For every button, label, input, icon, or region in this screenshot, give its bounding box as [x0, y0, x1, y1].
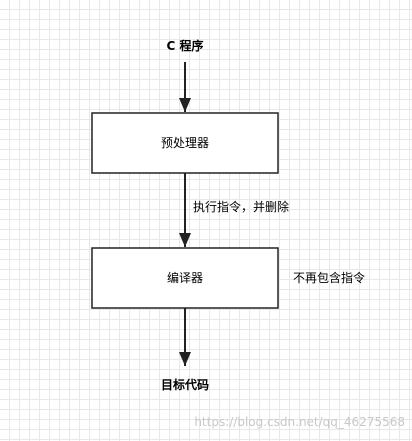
end-label: 目标代码 — [161, 377, 209, 392]
compiler-label: 编译器 — [167, 270, 203, 285]
arrowhead-icon — [179, 98, 191, 112]
edge-label-execute-directives: 执行指令，并删除 — [193, 199, 289, 214]
compiler-box — [91, 247, 279, 309]
arrowhead-icon — [179, 352, 191, 366]
arrowhead-icon — [179, 233, 191, 247]
preprocessor-label: 预处理器 — [161, 136, 209, 150]
side-note-no-directives: 不再包含指令 — [293, 270, 365, 285]
watermark-text: https://blog.csdn.net/qq_46275568 — [194, 415, 405, 429]
start-label: C 程序 — [167, 38, 204, 53]
